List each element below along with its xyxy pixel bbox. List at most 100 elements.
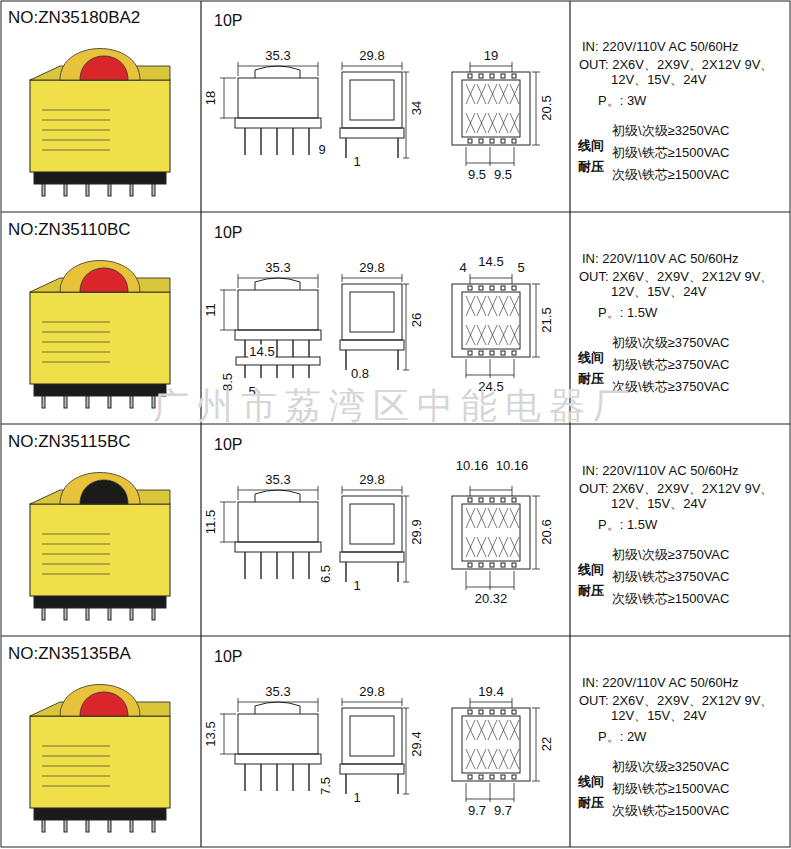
- dimension-line: [510, 84, 519, 104]
- dimension-line: [397, 138, 398, 158]
- dimension-line: [490, 571, 491, 590]
- dimension-line: [238, 278, 318, 279]
- dimension-value: 35.3: [264, 473, 291, 488]
- dimension-line: [512, 274, 513, 284]
- side-body: [342, 708, 402, 764]
- pin-hole: [512, 139, 516, 143]
- dimension-line: [470, 486, 471, 496]
- product-row: [30, 49, 540, 197]
- dimension-line: [499, 325, 508, 345]
- voltage-spec: 初级\次级≥3750VAC: [612, 336, 729, 351]
- input-spec: IN: 220V/110V AC 50/60Hz: [582, 40, 739, 55]
- dimension-drawing: [220, 62, 540, 166]
- pin-hole: [512, 775, 516, 779]
- dimension-line: [477, 113, 486, 133]
- pin-hole: [490, 286, 494, 290]
- dimension-value: 9.7: [493, 804, 513, 819]
- side-base: [340, 764, 404, 774]
- pin-hole: [468, 775, 472, 779]
- dimension-line: [406, 496, 407, 582]
- dimension-line: [260, 128, 261, 155]
- dimension-line: [514, 359, 515, 378]
- dimension-line: [512, 698, 513, 708]
- dimension-line: [342, 278, 402, 279]
- pin-hole: [479, 286, 483, 290]
- pin-hole: [490, 498, 494, 502]
- dimension-line: [42, 564, 110, 565]
- dimension-value: 10.16: [455, 459, 490, 474]
- dimension-line: [292, 340, 293, 357]
- dimension-line: [510, 537, 519, 557]
- dimension-line: [276, 552, 277, 579]
- dimension-line: [470, 698, 471, 708]
- dimension-value: 5: [516, 261, 525, 276]
- output-spec: OUT: 2X6V、2X9V、2X12V 9V、12V、15V、24V: [579, 482, 787, 512]
- side-coil: [350, 504, 394, 544]
- dimension-line: [466, 113, 475, 133]
- dimension-line: [477, 720, 486, 740]
- dimension-value: 1: [352, 155, 361, 170]
- dimension-line: [260, 365, 261, 378]
- pin-hole: [479, 351, 483, 355]
- dimension-line: [342, 66, 402, 67]
- side-coil: [350, 80, 394, 120]
- dimension-line: [488, 720, 497, 740]
- dimension-line: [470, 274, 471, 284]
- dimension-line: [477, 508, 486, 528]
- dimension-line: [470, 66, 512, 67]
- voltage-spec: 次级\铁芯≥1500VAC: [612, 804, 729, 819]
- dimension-line: [499, 84, 508, 104]
- dimension-line: [292, 552, 293, 579]
- dimension-line: [490, 783, 491, 802]
- pin-count: 10P: [214, 12, 242, 30]
- product-row: [30, 685, 540, 833]
- dimension-line: [403, 708, 409, 709]
- core-shell: [30, 80, 170, 172]
- power-spec: P。: 2W: [598, 730, 646, 745]
- dimension-line: [488, 720, 497, 740]
- dimension-line: [406, 284, 407, 370]
- dimension-line: [466, 749, 475, 769]
- dimension-line: [477, 325, 486, 345]
- dimension-line: [42, 110, 110, 111]
- dimension-value: 11.5: [204, 509, 219, 535]
- pin-hole: [468, 710, 472, 714]
- pin-hole: [490, 74, 494, 78]
- dimension-line: [510, 508, 519, 528]
- dimension-value: 9.5: [467, 168, 487, 183]
- pin-hole: [501, 286, 505, 290]
- power-spec: P。: 3W: [598, 94, 646, 109]
- dimension-line: [42, 352, 110, 353]
- pin-hole: [512, 286, 516, 290]
- dimension-line: [42, 746, 110, 747]
- dimension-line: [345, 562, 346, 582]
- dimension-line: [532, 145, 540, 146]
- dimension-value: 35.3: [264, 261, 291, 276]
- pin-hole: [490, 710, 494, 714]
- dimension-line: [466, 749, 475, 769]
- pin-count: 10P: [214, 224, 242, 242]
- pin-hole: [468, 74, 472, 78]
- dimension-line: [260, 764, 261, 791]
- dimension-value: 19: [483, 49, 499, 64]
- coil-winding: [80, 692, 128, 716]
- dimension-line: [220, 502, 236, 503]
- pin-hole: [479, 139, 483, 143]
- dimension-line: [345, 774, 346, 794]
- pin: [64, 184, 67, 196]
- side-base: [340, 552, 404, 562]
- pin: [64, 608, 67, 620]
- dimension-line: [488, 749, 497, 769]
- withstand-heading: 线间 耐压: [578, 560, 605, 602]
- dimension-line: [510, 325, 519, 345]
- dimension-line: [510, 113, 519, 133]
- pin-hole: [501, 351, 505, 355]
- dimension-value: 1: [352, 579, 361, 594]
- dimension-line: [292, 764, 293, 791]
- dimension-line: [466, 720, 475, 740]
- output-spec: OUT: 2X6V、2X9V、2X12V 9V、12V、15V、24V: [579, 694, 787, 724]
- coil-winding: [80, 56, 128, 80]
- side-coil: [350, 292, 394, 332]
- dimension-line: [466, 296, 475, 316]
